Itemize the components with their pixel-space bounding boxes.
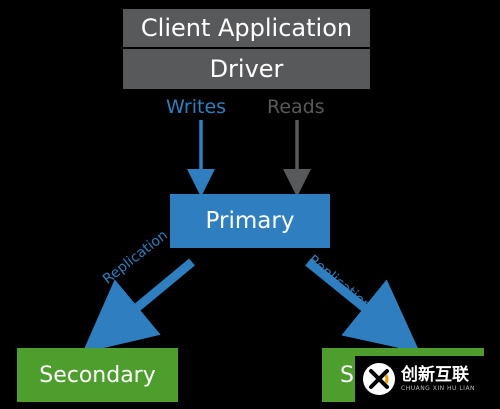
watermark: 创新互联 CHUANG XIN HU LIAN [355,356,495,402]
reads-label: Reads [267,96,325,118]
driver-box: Driver [123,49,370,89]
replication-arrow-left [82,258,195,353]
watermark-text: 创新互联 CHUANG XIN HU LIAN [401,365,475,393]
writes-label: Writes [166,96,227,118]
watermark-name-cn: 创新互联 [401,365,469,385]
replication-arrow-right [305,258,420,353]
secondary-box-left: Secondary [17,348,178,402]
client-application-box: Client Application [123,9,370,47]
primary-box: Primary [170,194,330,248]
brand-logo-icon [363,363,395,395]
watermark-name-en: CHUANG XIN HU LIAN [401,385,476,392]
